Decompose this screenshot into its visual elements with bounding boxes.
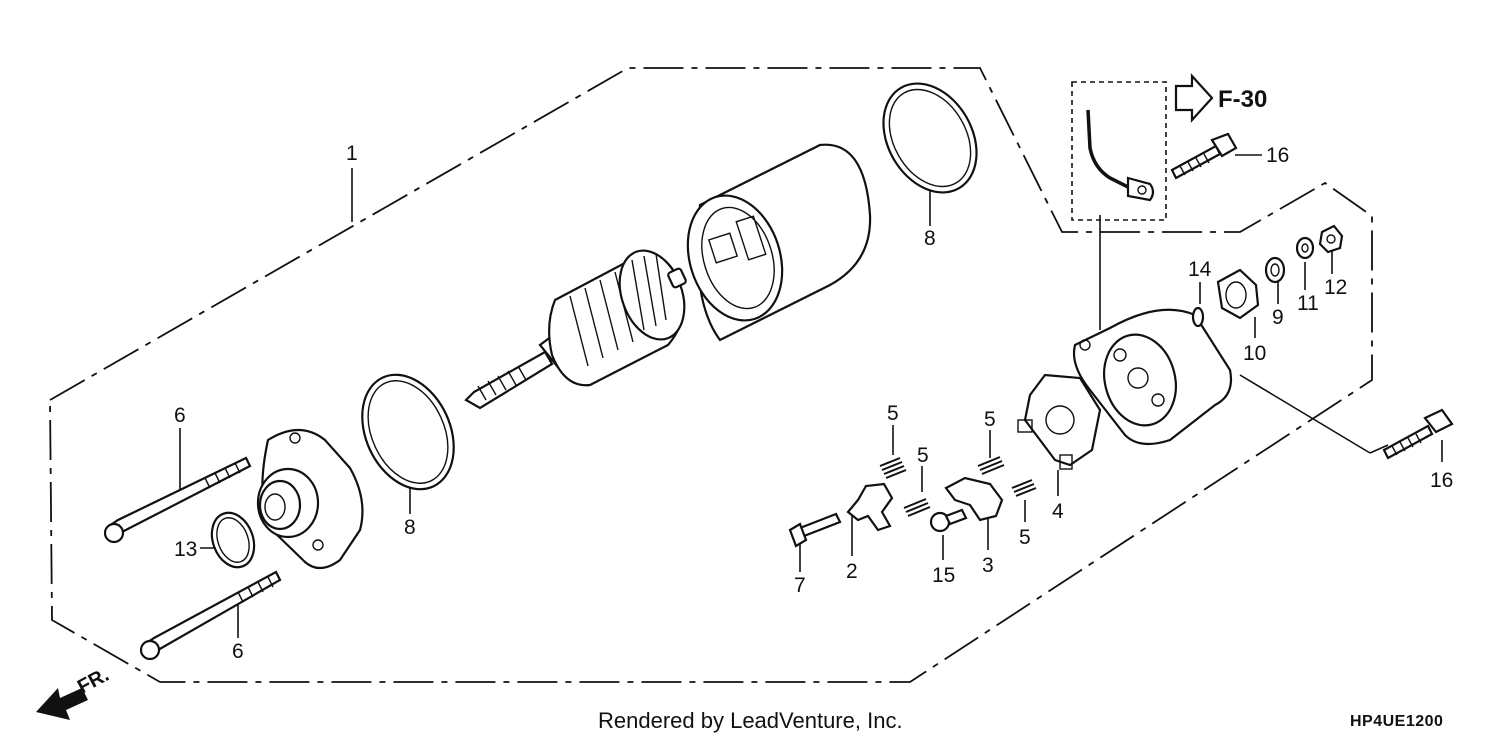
front-cover (256, 429, 364, 570)
reference-box (1071, 81, 1167, 221)
callout-16: 16 (1266, 144, 1289, 167)
callout-5: 5 (984, 408, 996, 431)
brush-holder (1017, 373, 1102, 470)
long-bolt-upper (103, 456, 252, 544)
brush-2 (846, 482, 894, 532)
callout-13: 13 (174, 538, 197, 561)
callout-7: 7 (794, 574, 806, 597)
callout-8: 8 (404, 516, 416, 539)
springs (879, 456, 1037, 517)
assembly-boundary (49, 67, 1373, 683)
washer-11 (1295, 236, 1315, 260)
washer-14 (1191, 306, 1205, 328)
front-direction-arrow-icon: FR. (36, 664, 113, 720)
reference-arrow-icon (1174, 73, 1214, 123)
bolt-16-upper (1170, 132, 1238, 180)
nut-12 (1318, 224, 1344, 254)
screw-15 (929, 508, 968, 533)
callouts: 1 2 3 4 5 5 5 5 6 6 7 8 8 9 10 11 12 13 … (174, 142, 1453, 663)
callout-15: 15 (932, 564, 955, 587)
o-ring-8-lower (361, 373, 455, 491)
nut-10 (1216, 268, 1260, 320)
rendered-by-credit: Rendered by LeadVenture, Inc. (598, 708, 903, 733)
bolt-16-lower (1382, 408, 1454, 460)
callout-16: 16 (1430, 469, 1453, 492)
terminal-cable (1086, 109, 1155, 202)
callout-2: 2 (846, 560, 858, 583)
motor-case (686, 143, 872, 342)
callout-5: 5 (887, 402, 899, 425)
callout-14: 14 (1188, 258, 1212, 281)
washer-9 (1264, 256, 1286, 284)
callout-9: 9 (1272, 306, 1284, 329)
callout-6: 6 (174, 404, 186, 427)
o-ring-8-upper (882, 82, 978, 194)
rear-cover (1072, 308, 1233, 446)
screw-7 (788, 512, 842, 548)
callout-1: 1 (346, 142, 358, 165)
long-bolt-lower (139, 570, 282, 661)
callout-4: 4 (1052, 500, 1064, 523)
callout-10: 10 (1243, 342, 1266, 365)
o-ring-13 (210, 511, 256, 569)
brush-3 (944, 476, 1004, 522)
callout-12: 12 (1324, 276, 1347, 299)
leader-lines (179, 154, 1443, 638)
callout-5: 5 (917, 444, 929, 467)
callout-6: 6 (232, 640, 244, 663)
callout-8: 8 (924, 227, 936, 250)
diagram-code: HP4UE1200 (1350, 713, 1444, 730)
reference-label: F-30 (1218, 86, 1267, 113)
callout-3: 3 (982, 554, 994, 577)
callout-11: 11 (1297, 292, 1319, 315)
callout-5: 5 (1019, 526, 1031, 549)
armature (464, 249, 687, 410)
